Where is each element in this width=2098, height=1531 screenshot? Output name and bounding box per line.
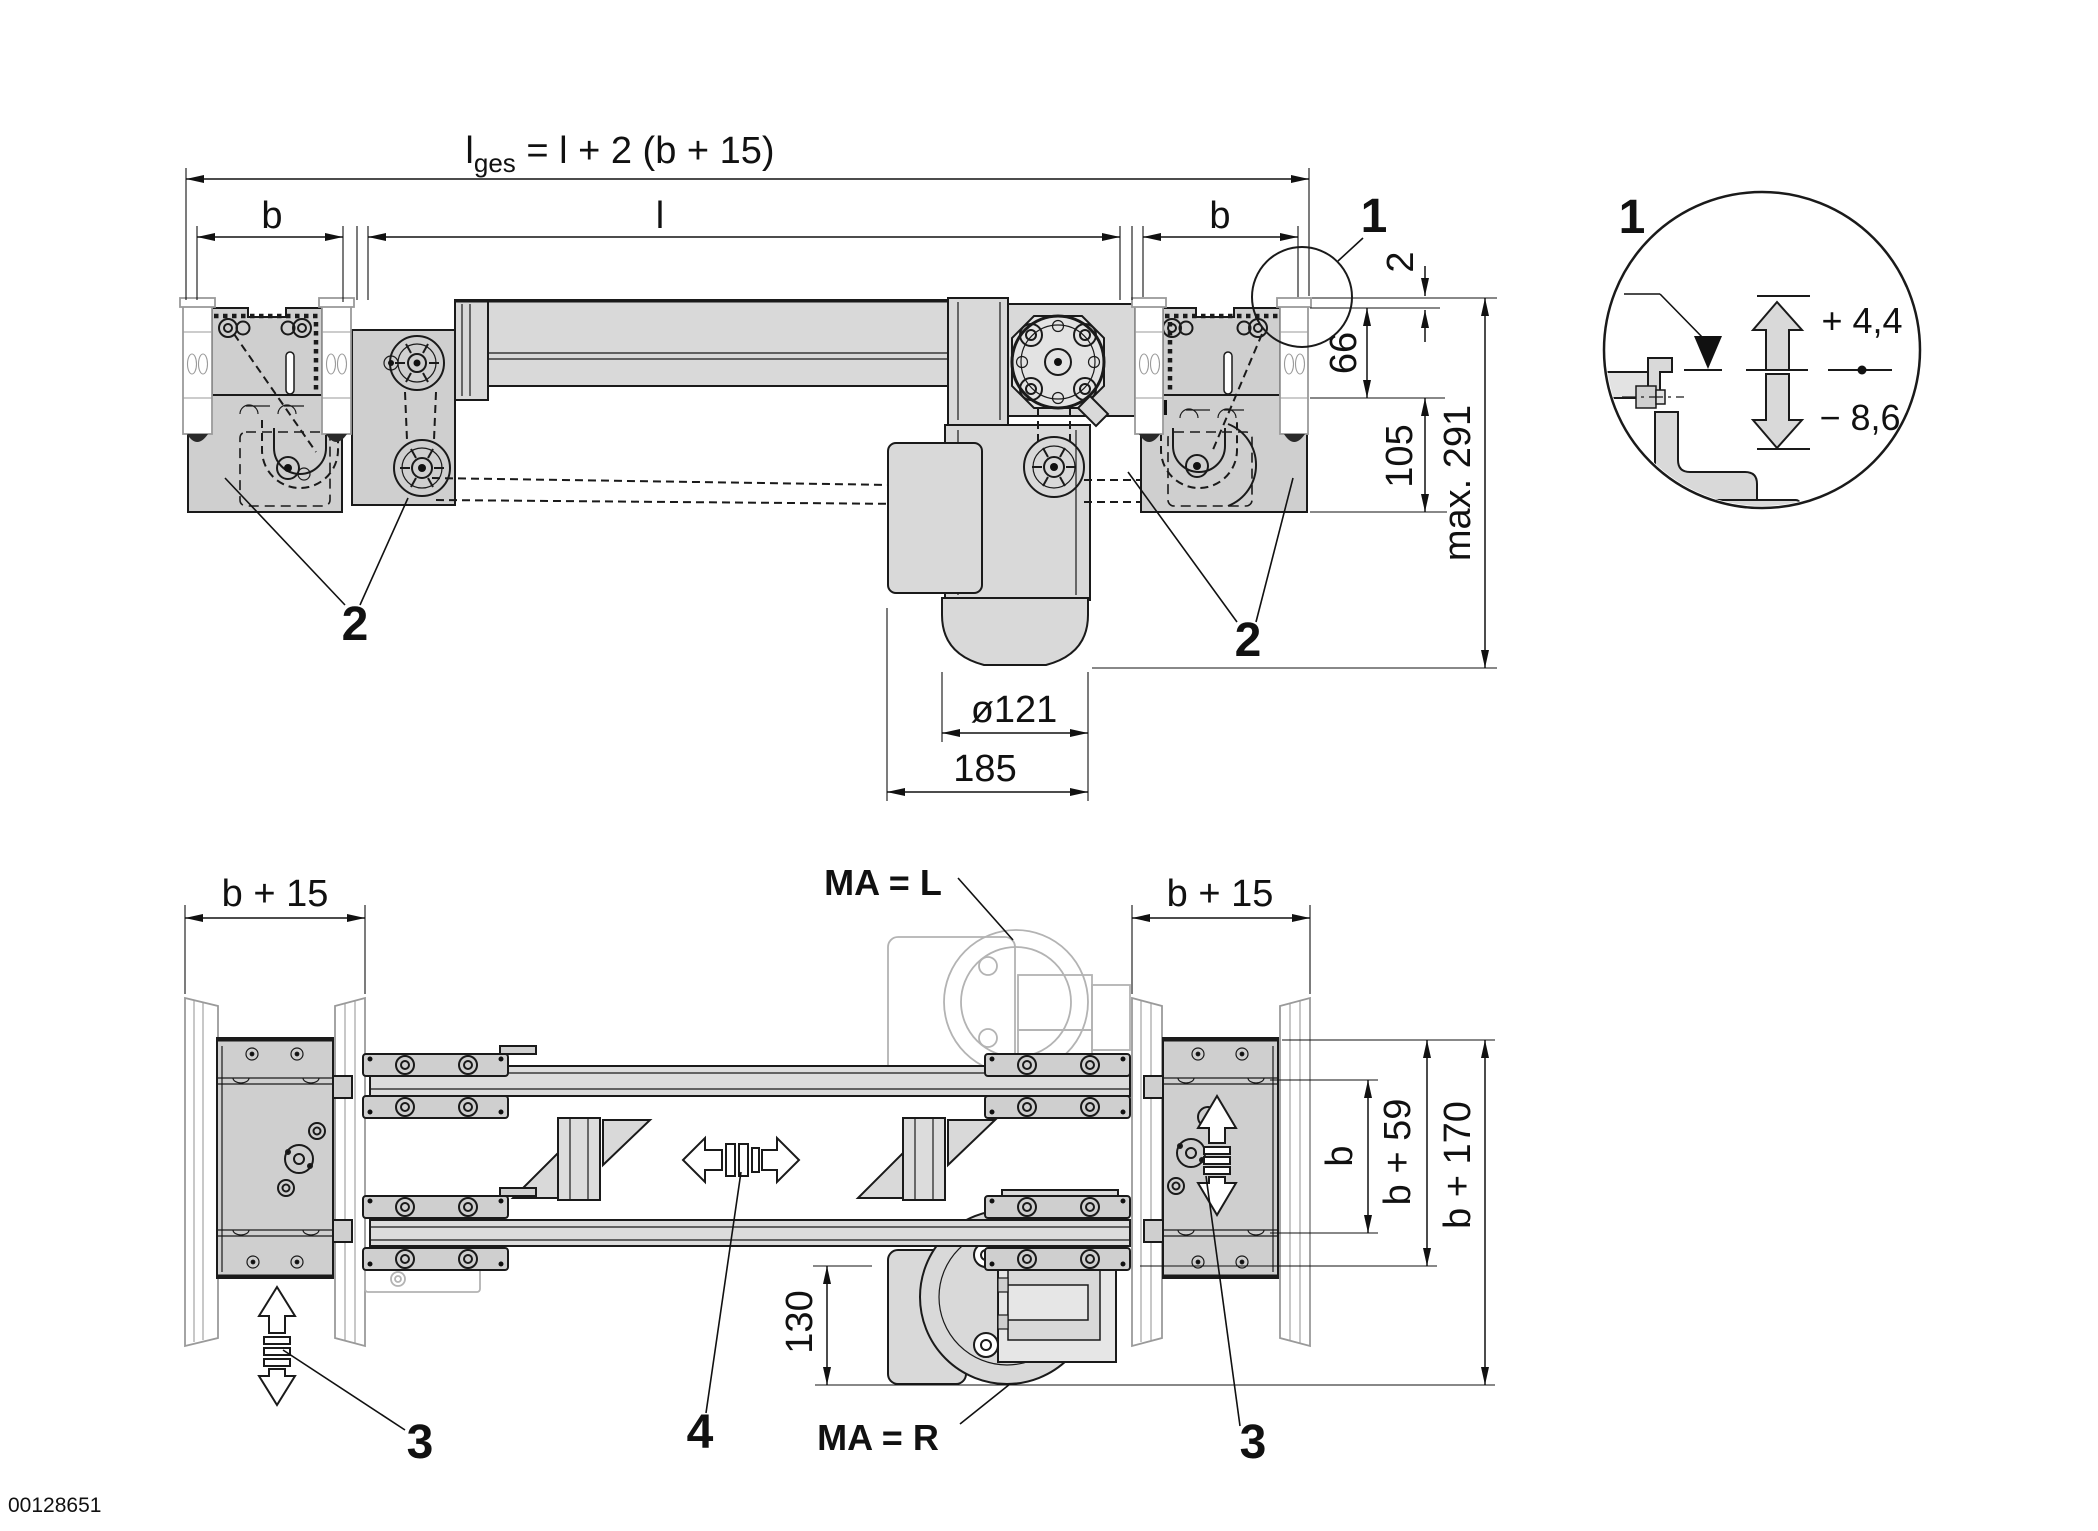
bottom-view-callouts: MA = L MA = R 3 3 4	[282, 862, 1267, 1469]
gusset	[510, 1150, 559, 1199]
gear-housing	[887, 442, 983, 594]
transverse-rail-sections	[179, 297, 1312, 442]
bottom-view: b + 15 b + 15 b b + 59 b + 170 130 MA = …	[184, 862, 1495, 1469]
datum-triangle-icon	[1694, 336, 1722, 369]
plan-rail-left-b	[334, 996, 366, 1348]
rail-right-b	[1276, 297, 1312, 442]
top-view-dimensions: lges = l + 2 (b + 15) b l b 2 66 105 max…	[185, 130, 1497, 801]
top-view: lges = l + 2 (b + 15) b l b 2 66 105 max…	[179, 130, 1497, 801]
drive-unit	[887, 297, 1136, 666]
rail-right-a	[1131, 297, 1167, 442]
beam-joint	[454, 299, 489, 401]
dim-max-291: max. 291	[1437, 405, 1479, 561]
gusset	[947, 1119, 998, 1168]
detail-annotation: + 4,4 − 8,6	[1624, 293, 1903, 450]
detail-label-1: 1	[1619, 191, 1646, 244]
label-ma-l: MA = L	[824, 862, 942, 903]
section-beams	[362, 1045, 1131, 1271]
dim-b59: b + 59	[1377, 1099, 1419, 1206]
dim-b-left: b	[261, 195, 282, 237]
dim-b-plan: b	[1319, 1145, 1361, 1166]
rail-left-b	[318, 297, 355, 442]
left-plate-hardware	[218, 318, 312, 395]
plan-rail-right-b	[1279, 996, 1311, 1348]
drawing-number: 00128651	[8, 1494, 101, 1517]
longitudinal-motion-arrow-icon	[681, 1135, 801, 1185]
dim-gap-2: 2	[1380, 251, 1422, 272]
callout-2-left: 2	[342, 598, 369, 651]
beam-clamp-plates	[362, 1045, 1131, 1271]
callout-2-right: 2	[1235, 614, 1262, 667]
callout-3-right: 3	[1240, 1416, 1267, 1469]
section-profile-beam	[487, 299, 949, 387]
dim-l: l	[656, 195, 664, 237]
dim-track-left: b + 15	[222, 873, 329, 915]
tolerance-down: − 8,6	[1819, 397, 1900, 438]
transverse-motion-arrow-left-icon	[257, 1285, 297, 1407]
callout-4: 4	[687, 1406, 714, 1459]
side-elevation-machine	[179, 297, 1312, 666]
dim-b170: b + 170	[1437, 1101, 1479, 1229]
right-mounting-plate	[1143, 1037, 1279, 1279]
rail-left-a	[179, 297, 216, 442]
top-view-callouts: 1 2 2	[224, 190, 1388, 667]
dim-track-right: b + 15	[1167, 873, 1274, 915]
left-mounting-plate	[216, 1037, 353, 1279]
motor-dome	[941, 597, 1089, 666]
plan-rail-right-a	[1131, 996, 1163, 1348]
arrow-up-icon	[1750, 300, 1805, 371]
transverse-motion-arrow-icon	[1196, 1094, 1238, 1217]
dim-b-right: b	[1209, 195, 1230, 237]
detail-circle-marker	[1251, 246, 1353, 348]
bottom-view-dimensions: b + 15 b + 15 b b + 59 b + 170 130	[184, 873, 1495, 1386]
tolerance-up: + 4,4	[1821, 300, 1902, 341]
detail-view: 1 + 4,4	[1602, 190, 1922, 510]
callout-detail-1: 1	[1361, 190, 1388, 243]
gusset	[602, 1119, 653, 1168]
label-ma-r: MA = R	[817, 1417, 939, 1458]
left-plate-tensioner	[277, 1122, 326, 1197]
tension-unit-sprockets	[383, 335, 451, 497]
dim-motor-diameter: ø121	[971, 689, 1058, 731]
gusset	[855, 1150, 904, 1199]
dim-motor-width: 185	[953, 748, 1016, 790]
detail-circle	[1602, 190, 1922, 510]
callout-3-left: 3	[407, 1416, 434, 1469]
left-return-unit-box	[187, 394, 343, 513]
arrow-down-icon	[1750, 373, 1805, 450]
dim-overall: lges = l + 2 (b + 15)	[465, 130, 774, 178]
lower-beam	[369, 1219, 1131, 1247]
dim-105: 105	[1379, 424, 1421, 487]
plan-rail-left-a	[184, 996, 219, 1348]
dim-offset-130: 130	[779, 1290, 821, 1353]
